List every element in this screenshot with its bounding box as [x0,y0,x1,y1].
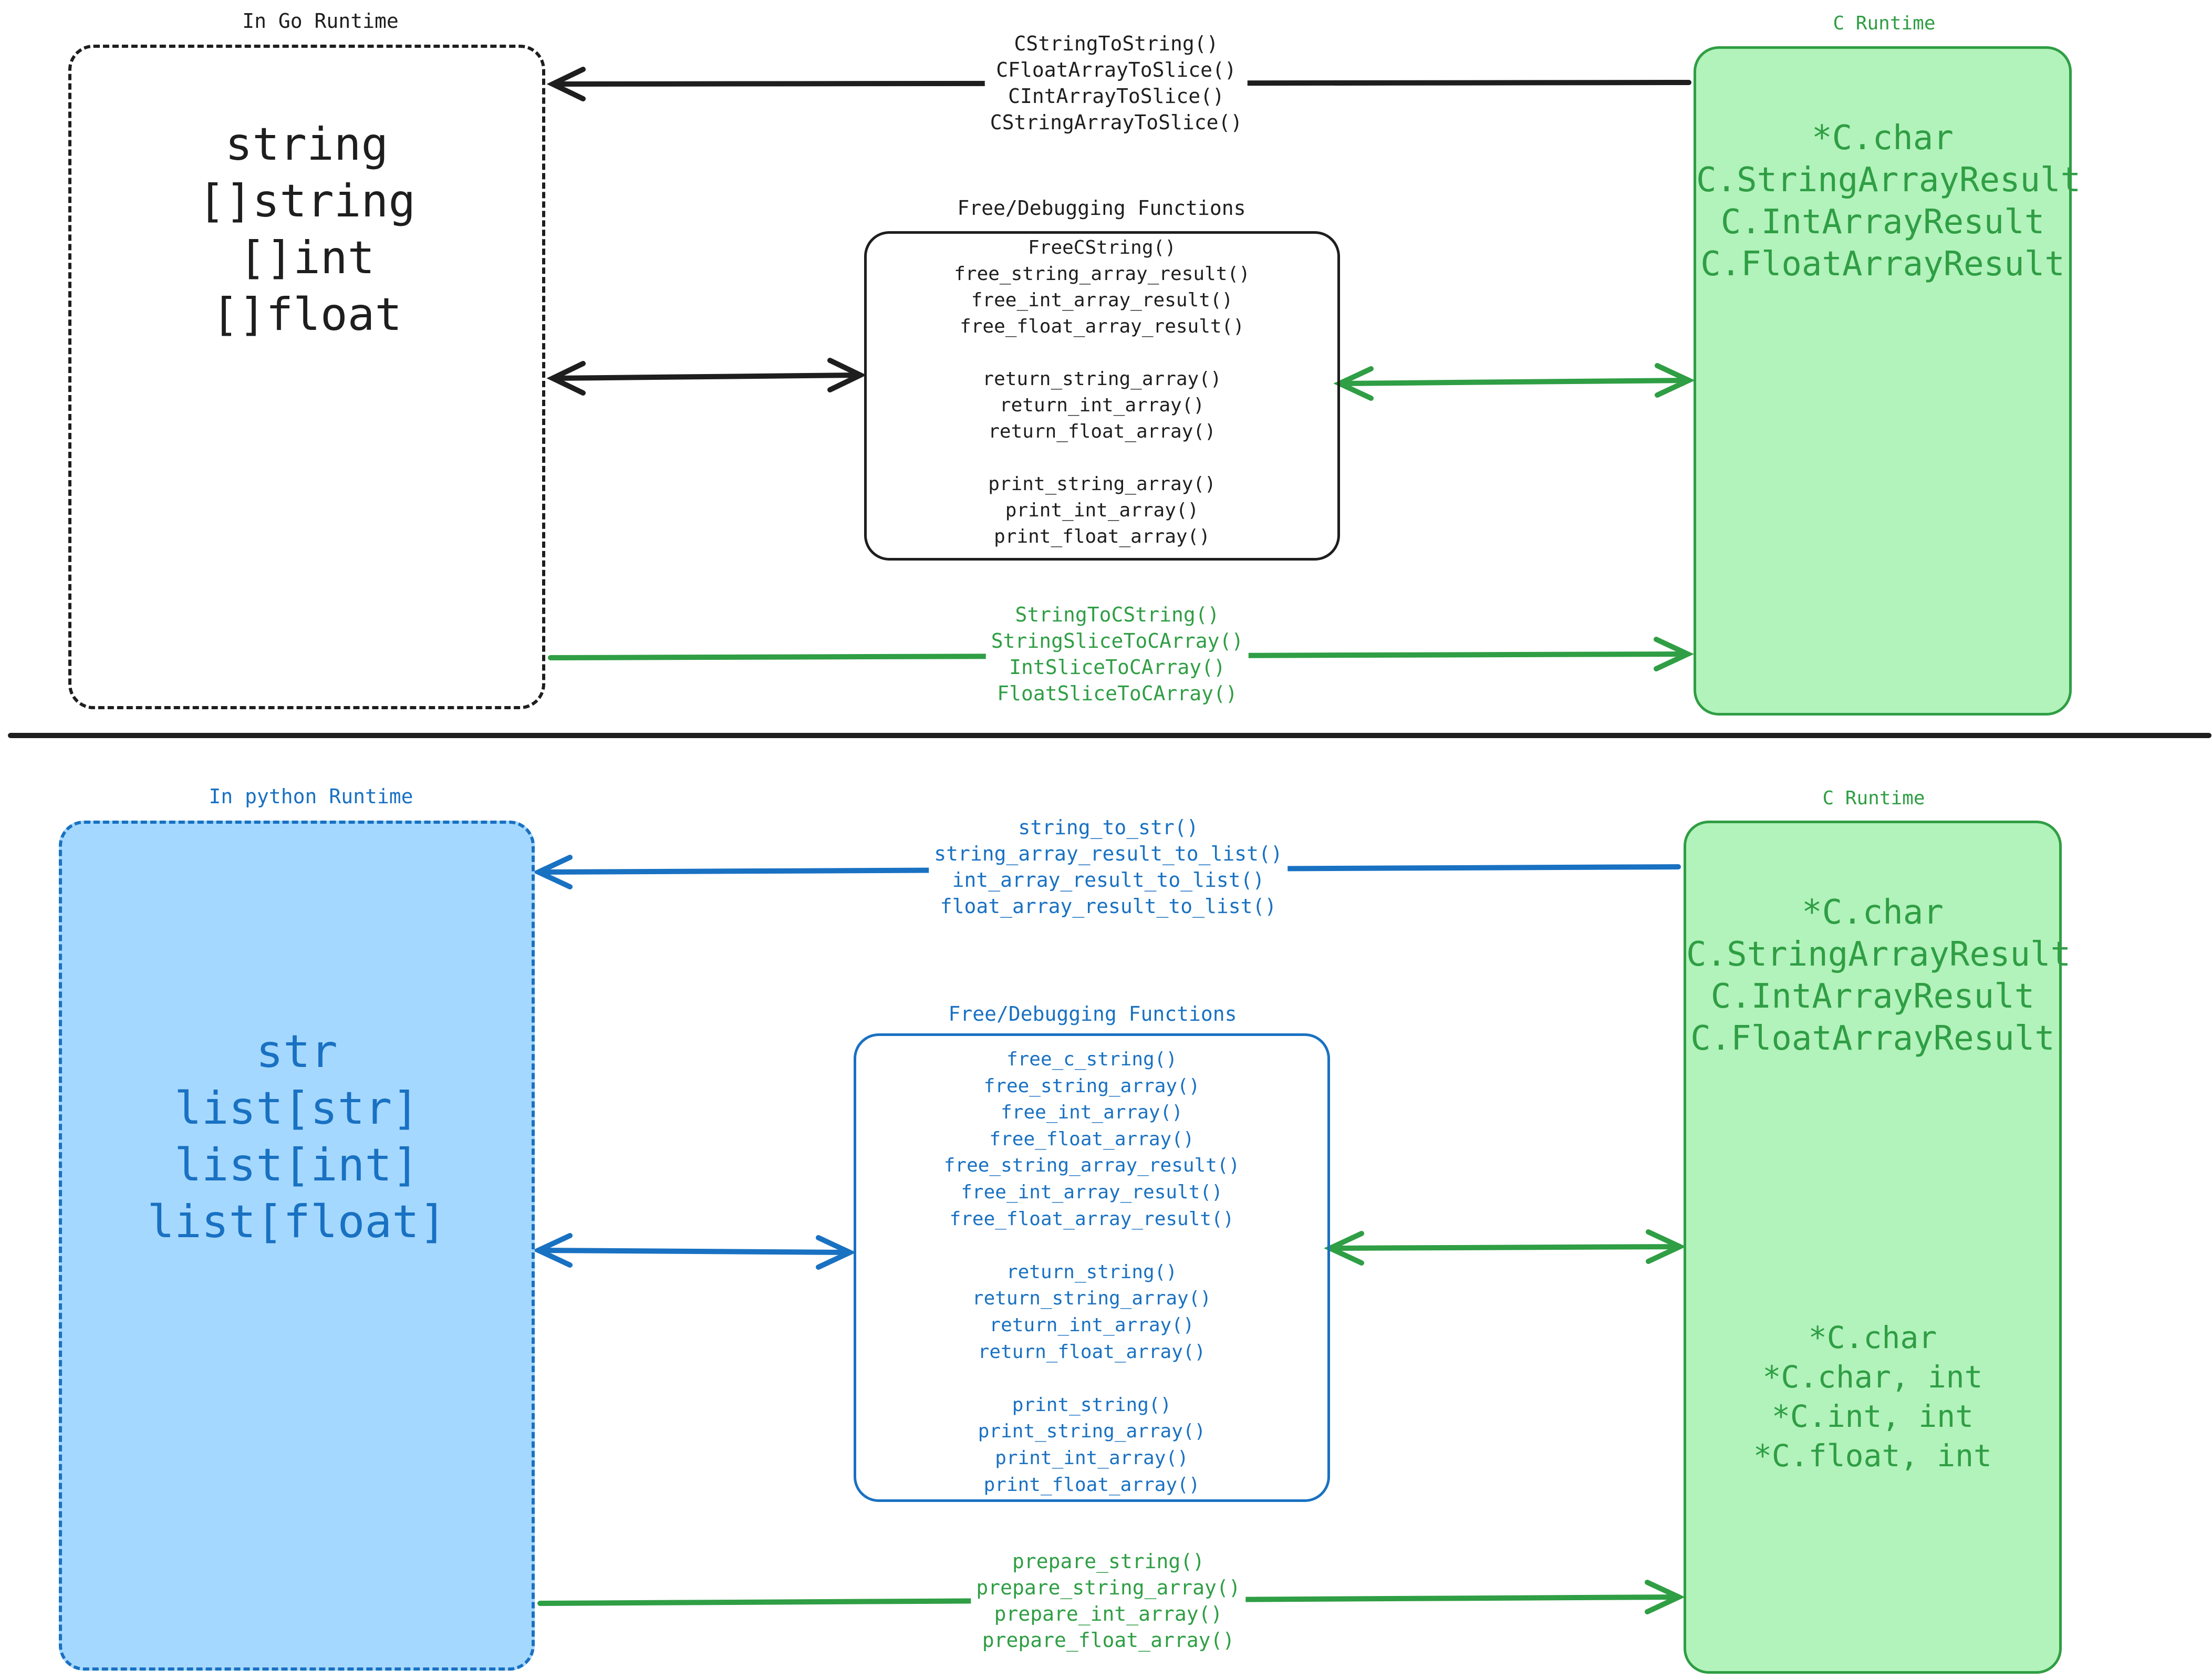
function-label: IntSliceToCArray() [1009,656,1226,679]
function-label: string_to_str() [1018,816,1199,839]
function-label: prepare_float_array() [982,1629,1235,1652]
function-label: CStringToString() [1014,32,1219,55]
function-label: free_float_array_result() [960,316,1244,337]
py-type: list[float] [147,1196,446,1248]
function-label: float_array_result_to_list() [940,895,1277,918]
c-type: C.IntArrayResult [1710,977,2035,1016]
function-label: print_float_array() [994,526,1210,547]
c-runtime-label-top: C Runtime [1833,13,1936,34]
free-debug-label-top: Free/Debugging Functions [957,196,1246,220]
arrow-py-free [532,1233,856,1270]
c-type: C.FloatArrayResult [1700,245,2065,284]
function-label: free_int_array_result() [961,1181,1223,1203]
free-debug-functions-top: FreeCString() free_string_array_result()… [867,235,1337,550]
go-type: []int [238,232,375,284]
go-types-list: string []string []int []float [71,116,542,343]
function-label: print_string_array() [988,473,1216,495]
c-type: C.StringArrayResult [1696,161,2081,200]
spacer [867,340,1337,366]
py-to-c-functions: prepare_string() prepare_string_array() … [971,1548,1246,1653]
function-label: FloatSliceToCArray() [997,682,1238,705]
function-label: StringSliceToCArray() [991,629,1244,652]
go-type: []float [211,288,402,341]
function-label: free_float_array() [989,1128,1195,1150]
function-label: free_int_array_result() [971,289,1233,311]
free-debug-functions-bottom: free_c_string() free_string_array() free… [856,1046,1327,1498]
py-types-list: str list[str] list[int] list[float] [62,1023,532,1250]
function-label: return_string() [1006,1261,1178,1283]
c-param: *C.int, int [1771,1398,1974,1434]
c-to-py-functions: string_to_str() string_array_result_to_l… [929,814,1288,919]
py-runtime-box: str list[str] list[int] list[float] [59,821,535,1671]
c-type: C.IntArrayResult [1720,203,2045,242]
function-label: free_int_array() [1001,1102,1183,1124]
function-label: CStringArrayToSlice() [990,111,1243,134]
arrow-go-free [546,358,867,396]
c-param: *C.float, int [1753,1438,1992,1474]
go-runtime-box: string []string []int []float [68,45,545,709]
c-runtime-box-bottom: *C.char C.StringArrayResult C.IntArrayRe… [1684,821,2071,1674]
function-label: free_string_array_result() [954,263,1250,285]
c-param: *C.char [1808,1320,1937,1355]
c-param: *C.char, int [1762,1359,1983,1395]
function-label: return_float_array() [978,1341,1206,1363]
c-to-go-functions: CStringToString() CFloatArrayToSlice() C… [984,30,1248,136]
c-runtime-label-bottom: C Runtime [1822,787,1925,809]
arrow-free-c-bottom [1324,1229,1686,1266]
function-label: print_int_array() [1005,500,1199,521]
function-label: int_array_result_to_list() [952,868,1265,892]
go-type: string [225,118,389,171]
spacer [867,445,1337,471]
function-label: free_float_array_result() [949,1208,1234,1230]
function-label: return_int_array() [999,395,1205,416]
c-type: *C.char [1802,893,1944,932]
free-debug-box-bottom: free_c_string() free_string_array() free… [854,1033,1330,1502]
c-params-list: *C.char *C.char, int *C.int, int *C.floa… [1686,1318,2059,1476]
py-type: list[str] [174,1082,419,1135]
go-type: []string [198,175,416,227]
free-debug-label-bottom: Free/Debugging Functions [948,1002,1237,1025]
function-label: print_string_array() [978,1421,1206,1443]
function-label: prepare_int_array() [994,1602,1223,1625]
c-runtime-box-top: *C.char C.StringArrayResult C.IntArrayRe… [1694,46,2081,716]
function-label: return_string_array() [982,368,1222,390]
c-type: *C.char [1812,119,1954,158]
function-label: return_int_array() [989,1314,1195,1336]
function-label: CFloatArrayToSlice() [996,58,1237,81]
go-to-c-functions: StringToCString() StringSliceToCArray() … [985,602,1249,707]
function-label: print_string() [1012,1394,1172,1416]
py-type: list[int] [174,1139,419,1191]
function-label: string_array_result_to_list() [934,842,1283,865]
function-label: StringToCString() [1015,603,1220,626]
function-label: free_string_array() [983,1075,1200,1097]
function-label: print_int_array() [995,1447,1189,1469]
function-label: print_float_array() [983,1474,1200,1496]
free-debug-box-top: FreeCString() free_string_array_result()… [864,231,1340,561]
function-label: prepare_string() [1012,1550,1205,1573]
spacer [856,1232,1327,1259]
py-runtime-label: In python Runtime [209,785,413,808]
c-type: C.StringArrayResult [1686,935,2071,974]
function-label: FreeCString() [1028,237,1176,258]
go-runtime-label: In Go Runtime [242,9,399,33]
function-label: prepare_string_array() [976,1576,1241,1599]
function-label: free_c_string() [1006,1049,1178,1070]
function-label: return_string_array() [972,1288,1212,1310]
c-type: C.FloatArrayResult [1690,1019,2055,1058]
c-types-list-top: *C.char C.StringArrayResult C.IntArrayRe… [1696,117,2081,285]
function-label: CIntArrayToSlice() [1008,85,1224,108]
c-types-list-bottom: *C.char C.StringArrayResult C.IntArrayRe… [1686,892,2071,1060]
py-type: str [256,1025,338,1078]
spacer [856,1365,1327,1392]
function-label: return_float_array() [988,421,1216,442]
arrow-free-c [1333,363,1695,401]
function-label: free_string_array_result() [943,1155,1240,1177]
